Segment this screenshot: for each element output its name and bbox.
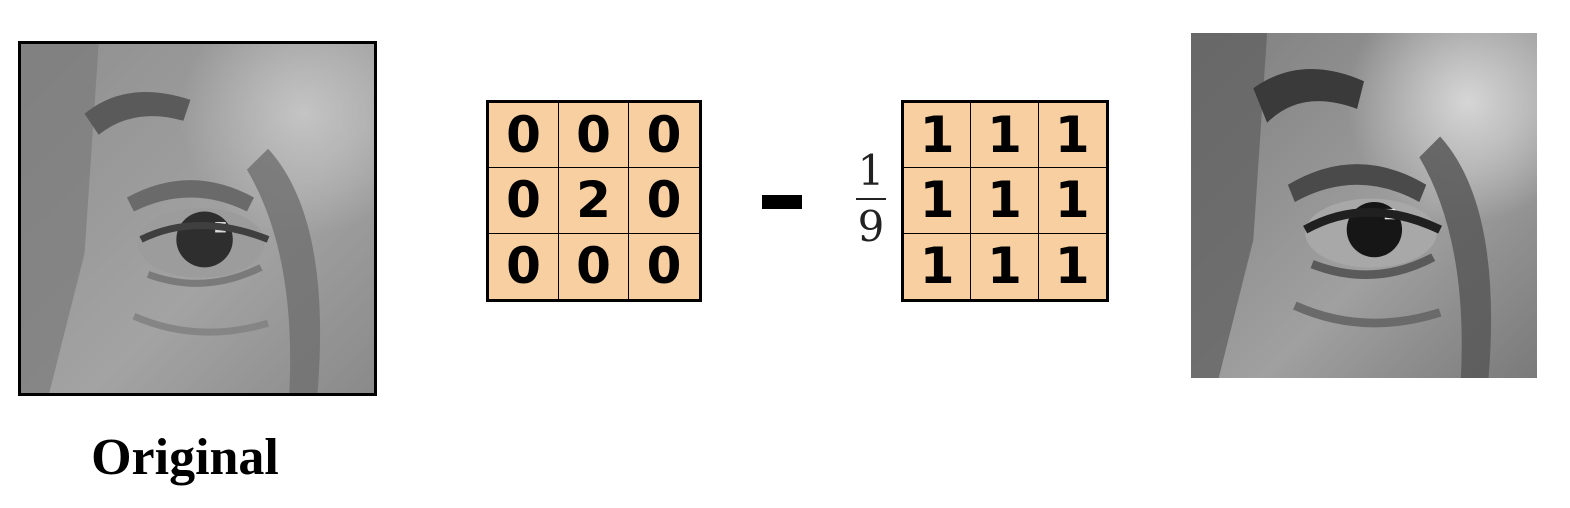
fraction-bar [856, 198, 886, 200]
kernel-cell: 0 [489, 168, 559, 234]
fraction-denominator: 9 [857, 202, 885, 251]
kernel-cell: 1 [1038, 103, 1106, 169]
kernel-cell: 1 [904, 168, 972, 234]
kernel-cell: 0 [646, 237, 682, 296]
kernel-cell: 1 [971, 168, 1039, 234]
box-blur-kernel-matrix: 1 1 1 1 1 1 1 1 1 [901, 100, 1109, 302]
kernel-cell: 1 [971, 103, 1039, 169]
kernel-cell: 0 [559, 103, 629, 169]
kernel-cell: 1 [1054, 237, 1090, 296]
eye-photo-graphic [21, 44, 374, 393]
original-caption: Original [91, 429, 279, 486]
kernel-cell: 1 [971, 233, 1039, 299]
kernel-cell: 2 [559, 168, 629, 234]
kernel-cell: 1 [904, 233, 972, 299]
fraction-numerator: 1 [857, 146, 885, 195]
kernel-cell: 0 [489, 103, 559, 169]
scale-fraction: 1 9 [848, 150, 894, 248]
sharpened-eye-image [1191, 33, 1537, 378]
kernel-cell: 0 [489, 233, 559, 299]
original-eye-image [18, 41, 377, 396]
kernel-cell: 0 [629, 103, 699, 169]
identity-kernel-matrix: 0 0 0 0 2 0 0 0 0 [486, 100, 702, 302]
kernel-cell: 0 [559, 233, 629, 299]
minus-operator [762, 195, 802, 209]
kernel-cell: 1 [1038, 168, 1106, 234]
sharpened-photo-graphic [1191, 33, 1537, 378]
kernel-cell: 0 [629, 168, 699, 234]
kernel-cell: 1 [904, 103, 972, 169]
